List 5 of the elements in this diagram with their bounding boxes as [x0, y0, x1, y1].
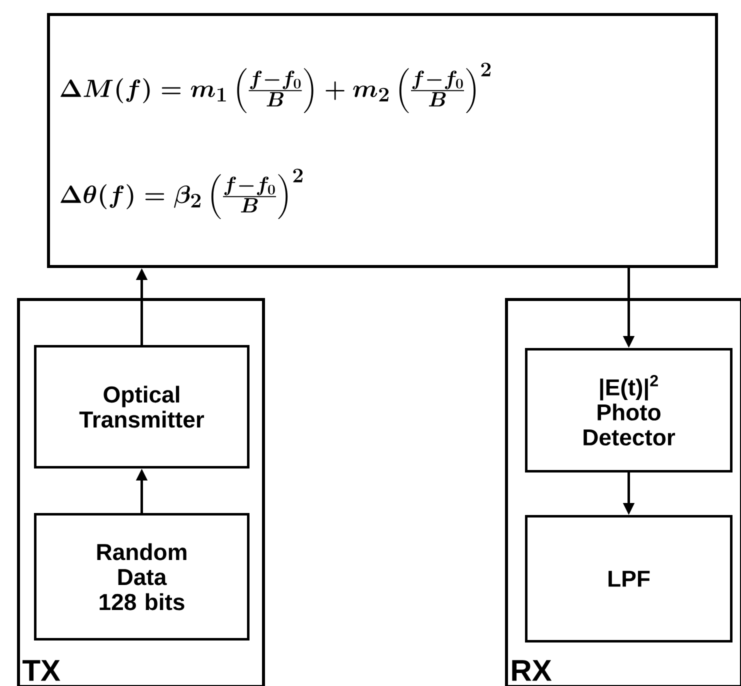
equation-box: $\Delta M(f) = m_1\left(\frac{f-f_0}{B}\right) + m_2\left(\frac{f-f_0}{B}\right)^2$ $\Delta\theta(f) = \beta_2\left(\frac{f-f_0}{B}\right)^2$	[47, 13, 718, 268]
block-box: LPF	[525, 515, 732, 642]
block-box: Random Data 128 bits	[34, 513, 250, 640]
block-box: |E(t)|$^{2}$ Photo Detector	[525, 348, 732, 472]
block-box: Optical Transmitter	[34, 345, 250, 468]
